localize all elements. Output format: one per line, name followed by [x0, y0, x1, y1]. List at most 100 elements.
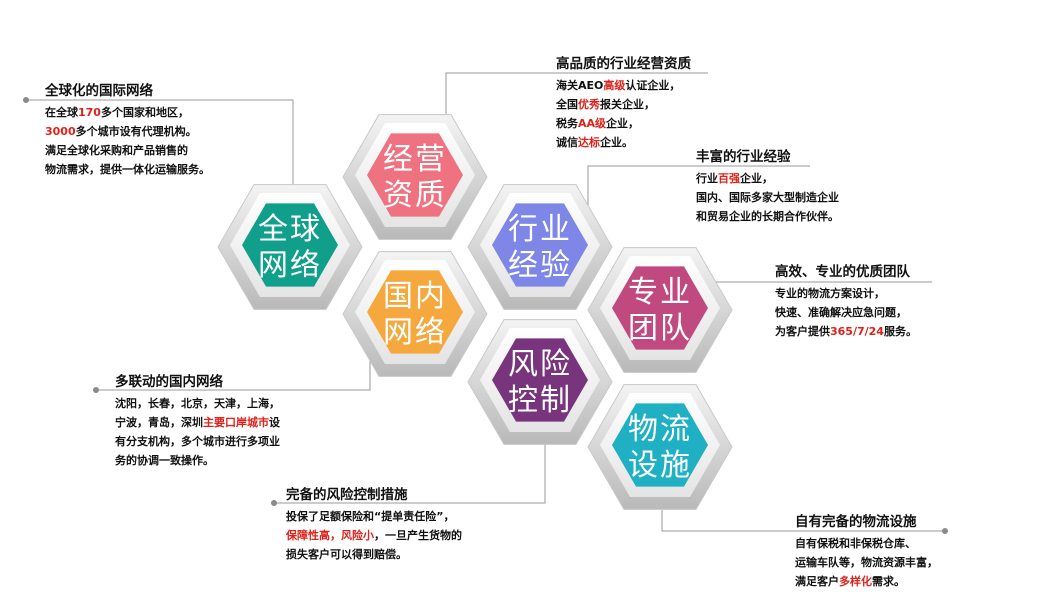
callout-text: 认证企业， — [625, 79, 681, 92]
hexagon-label-line1: 风险 — [508, 347, 572, 382]
hexagon-industry: 行业经验 — [467, 184, 613, 310]
callout-line: 专业的物流方案设计， — [775, 284, 917, 303]
hexagon-label-line2: 控制 — [508, 383, 572, 418]
connector-global-dot — [23, 97, 29, 103]
callout-text: 宁波，青岛，深圳 — [115, 416, 203, 429]
highlight-text: 高级 — [603, 79, 626, 92]
highlight-text: 达标 — [578, 136, 600, 149]
callout-text: 需求。 — [872, 575, 905, 588]
callout-line: 投保了足额保险和“提单责任险”， — [286, 507, 462, 526]
hexagon-label-line1: 经营 — [383, 142, 447, 177]
callout-title: 多联动的国内网络 — [115, 374, 223, 390]
hexagon-label-line1: 专业 — [628, 275, 692, 310]
callout-text: 设 — [269, 416, 280, 429]
connector-global — [26, 99, 294, 196]
callout-line: 物流需求，提供一体化运输服务。 — [45, 160, 210, 179]
callout-text: 专业的物流方案设计， — [775, 287, 885, 300]
callout-line: 在全球170多个国家和地区， — [45, 103, 210, 122]
callout-text: 诚信 — [556, 136, 578, 149]
callout-body: 专业的物流方案设计，快速、准确解决应急问题，为客户提供365/7/24服务。 — [775, 284, 917, 341]
callout-line: 有分支机构，多个城市进行多项业 — [115, 432, 280, 451]
callout-line: 损失客户可以得到赔偿。 — [286, 545, 462, 564]
callout-facility: 自有完备的物流设施 自有保税和非保税仓库、运输车队等，物流资源丰富， 满足客户多样… — [795, 514, 938, 591]
hexagon-core — [612, 266, 708, 350]
highlight-text: 优秀 — [578, 98, 600, 111]
callout-title: 完备的风险控制措施 — [286, 487, 408, 503]
hexagon-core — [492, 203, 588, 287]
hexagon-label-line2: 网络 — [383, 315, 447, 350]
callout-text: 损失客户可以得到赔偿。 — [286, 548, 407, 561]
callout-title: 高品质的行业经营资质 — [556, 56, 691, 72]
callout-line: 自有保税和非保税仓库、 — [795, 534, 938, 553]
hexagon-label-line1: 物流 — [628, 412, 692, 447]
callout-title: 高效、专业的优质团队 — [775, 264, 910, 280]
callout-text: 行业 — [696, 172, 718, 185]
callout-text: 企业， — [606, 117, 640, 130]
hexagon-label-line2: 经验 — [508, 248, 572, 283]
callout-line: 海关AEO高级认证企业， — [556, 76, 691, 95]
callout-text: 企业。 — [600, 136, 633, 149]
callout-line: 诚信达标企业。 — [556, 133, 691, 152]
callout-text: 服务。 — [883, 325, 917, 338]
callout-text: 自有保税和非保税仓库、 — [795, 537, 916, 550]
connector-risk-dot — [271, 500, 277, 506]
callout-text: 在全球 — [45, 106, 78, 119]
callout-risk: 完备的风险控制措施 投保了足额保险和“提单责任险”， 保障性高，风险小，一旦产生货… — [286, 487, 462, 564]
callout-text: 运输车队等，物流资源丰富， — [795, 556, 938, 569]
callout-body: 行业百强企业，国内、国际多家大型制造企业和贸易企业的长期合作伙伴。 — [696, 169, 839, 226]
callout-industry: 丰富的行业经验 行业百强企业，国内、国际多家大型制造企业和贸易企业的长期合作伙伴… — [696, 149, 839, 226]
callout-text: 快速、准确解决应急问题， — [775, 306, 907, 319]
callout-body: 海关AEO高级认证企业，全国优秀报关企业，税务AA级企业，诚信达标企业。 — [556, 76, 691, 152]
callout-line: 快速、准确解决应急问题， — [775, 303, 917, 322]
callout-line: 国内、国际多家大型制造企业 — [696, 188, 839, 207]
highlight-text: 365/7/24 — [830, 325, 884, 338]
callout-text: 和贸易企业的长期合作伙伴。 — [696, 210, 839, 223]
hexagon-core — [612, 403, 708, 487]
callout-line: 税务AA级企业， — [556, 114, 691, 133]
highlight-text: 保障性高，风险小 — [286, 529, 374, 542]
callout-text: 满足客户 — [795, 575, 839, 588]
highlight-text: 百强 — [718, 172, 740, 185]
callout-line: 满足客户多样化需求。 — [795, 572, 938, 591]
connector-domestic-dot — [93, 387, 99, 393]
callout-line: 务的协调一致操作。 — [115, 451, 280, 470]
connector-domestic — [96, 352, 371, 391]
hexagon-core — [367, 133, 463, 217]
callout-title: 自有完备的物流设施 — [795, 514, 917, 530]
callout-line: 满足全球化采购和产品销售的 — [45, 141, 210, 160]
hexagon-domestic: 国内网络 — [342, 251, 488, 377]
highlight-text: 3000 — [45, 125, 76, 138]
callout-body: 自有保税和非保税仓库、运输车队等，物流资源丰富， 满足客户多样化需求。 — [795, 534, 938, 591]
callout-title: 全球化的国际网络 — [45, 83, 153, 99]
hexagon-label-line1: 全球 — [258, 212, 322, 247]
callout-text: 海关AEO — [556, 79, 604, 92]
callout-body: 沈阳，长春，北京，天津，上海，宁波，青岛，深圳主要口岸城市设有分支机构，多个城市… — [115, 394, 280, 470]
callout-line: 行业百强企业， — [696, 169, 839, 188]
hexagon-core — [492, 338, 588, 422]
callout-global: 全球化的国际网络 在全球170多个国家和地区，3000多个城市设有代理机构。满足… — [45, 83, 210, 179]
highlight-text: 主要口岸城市 — [203, 416, 269, 429]
callout-body: 在全球170多个国家和地区，3000多个城市设有代理机构。满足全球化采购和产品销… — [45, 103, 210, 179]
callout-text: 全国 — [556, 98, 578, 111]
callout-line: 宁波，青岛，深圳主要口岸城市设 — [115, 413, 280, 432]
callout-quality: 高品质的行业经营资质 海关AEO高级认证企业， 全国优秀报关企业， 税务AA级企业，… — [556, 56, 691, 152]
callout-text: 企业， — [740, 172, 773, 185]
highlight-text: 多样化 — [839, 575, 872, 588]
callout-line: 运输车队等，物流资源丰富， — [795, 553, 938, 572]
connector-risk — [274, 432, 546, 504]
hexagon-core — [242, 203, 338, 287]
callout-line: 保障性高，风险小，一旦产生货物的 — [286, 526, 462, 545]
callout-text: 投保了足额保险和“提单责任险”， — [286, 510, 455, 523]
hexagon-facility: 物流设施 — [587, 384, 733, 510]
hexagon-quality: 经营资质 — [342, 114, 488, 240]
hexagon-label-line2: 团队 — [628, 311, 692, 346]
hexagon-label-line1: 国内 — [383, 279, 447, 314]
callout-text: 多个国家和地区， — [100, 106, 189, 119]
hexagon-label-line2: 资质 — [383, 178, 447, 213]
hexagon-label-line2: 设施 — [628, 448, 692, 483]
callout-text: 报关企业， — [600, 98, 655, 111]
callout-text: 务的协调一致操作。 — [115, 454, 214, 467]
